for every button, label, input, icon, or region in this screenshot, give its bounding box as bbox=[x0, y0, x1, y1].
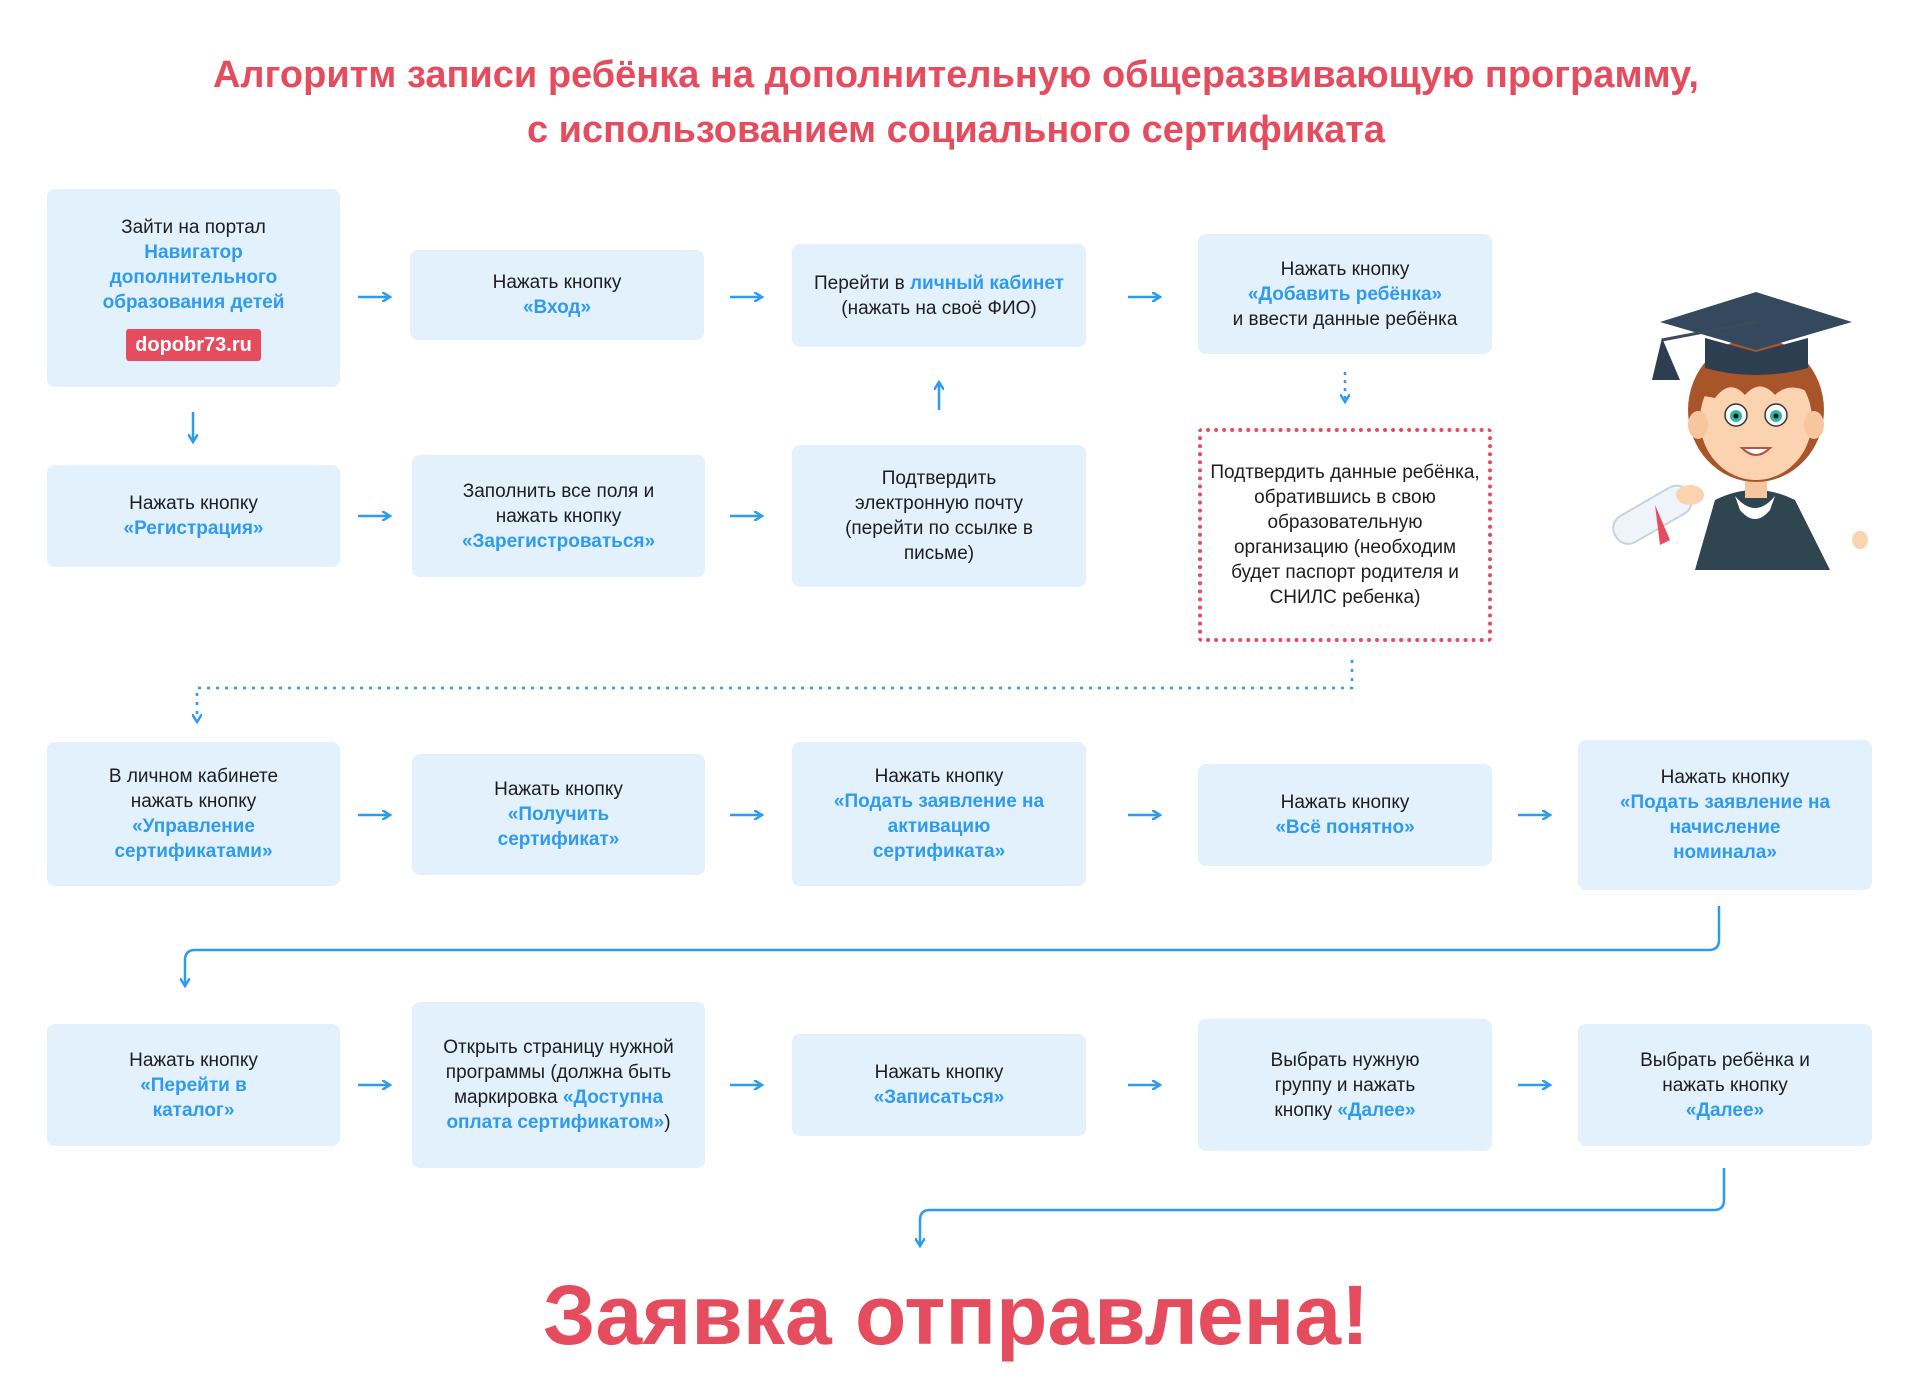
step-login-highlight: «Вход» bbox=[522, 297, 592, 318]
step-open-program-highlight: «Доступна оплата сертификатом» bbox=[446, 1087, 665, 1133]
step-all-clear-text: Нажать кнопку bbox=[1280, 792, 1410, 813]
step-activation-application-highlight: «Подать заявление на активацию сертифика… bbox=[833, 791, 1045, 862]
connector-final bbox=[920, 1168, 1726, 1246]
step-add-child-text: Нажать кнопку bbox=[1280, 258, 1410, 280]
step-confirm-child-text: Подтвердить данные ребёнка, обратившись … bbox=[1210, 462, 1480, 608]
step-cabinet-text: Перейти в bbox=[814, 272, 905, 294]
step-choose-child-text: Выбрать ребёнка и нажать кнопку bbox=[1640, 1049, 1810, 1096]
title-line-1: Алгоритм записи ребёнка на дополнительну… bbox=[212, 54, 1699, 96]
step-activation-application: Нажать кнопку «Подать заявление на актив… bbox=[792, 742, 1086, 886]
step-choose-group-text: Выбрать нужную группу и нажать кнопку bbox=[1270, 1049, 1420, 1121]
step-fill-fields-text: Заполнить все поля и нажать кнопку bbox=[462, 480, 655, 527]
step-choose-child: Выбрать ребёнка и нажать кнопку «Далее» bbox=[1578, 1024, 1872, 1146]
step-confirm-email: Подтвердить электронную почту (перейти п… bbox=[792, 445, 1086, 587]
step-open-program-text: Открыть страницу нужной программы (должн… bbox=[443, 1037, 674, 1108]
step-choose-group-highlight: «Далее» bbox=[1337, 1099, 1416, 1121]
step-fill-fields: Заполнить все поля и нажать кнопку «Заре… bbox=[412, 455, 705, 577]
step-add-child-highlight: «Добавить ребёнка» bbox=[1247, 283, 1443, 305]
step-open-program: Открыть страницу нужной программы (должн… bbox=[412, 1002, 705, 1168]
step-catalog: Нажать кнопку «Перейти в каталог» bbox=[47, 1024, 340, 1146]
step-add-child-note: и ввести данные ребёнка bbox=[1232, 308, 1458, 330]
step-confirm-child: Подтвердить данные ребёнка, обратившись … bbox=[1198, 428, 1492, 642]
step-catalog-text: Нажать кнопку bbox=[129, 1049, 258, 1071]
step-portal-highlight: Навигатор дополнительного образования де… bbox=[102, 242, 285, 313]
step-enroll-text: Нажать кнопку bbox=[874, 1062, 1004, 1083]
connector-dotted-row3 bbox=[197, 660, 1354, 722]
step-get-certificate-highlight: «Получить сертификат» bbox=[497, 804, 620, 850]
final-message: Заявка отправлена! bbox=[542, 1268, 1370, 1362]
step-activation-application-text: Нажать кнопку bbox=[874, 766, 1004, 787]
step-get-certificate: Нажать кнопку «Получить сертификат» bbox=[412, 754, 705, 875]
step-enroll: Нажать кнопку «Записаться» bbox=[792, 1034, 1086, 1136]
step-cabinet: Перейти в личный кабинет (нажать на своё… bbox=[792, 244, 1086, 347]
step-login: Нажать кнопку «Вход» bbox=[410, 250, 704, 340]
title-line-2: с использованием социального сертификата bbox=[526, 109, 1386, 151]
step-registration-text: Нажать кнопку bbox=[129, 493, 258, 514]
step-get-certificate-text: Нажать кнопку bbox=[494, 779, 623, 800]
step-nominal-application-text: Нажать кнопку bbox=[1660, 767, 1790, 788]
step-fill-fields-highlight: «Зарегистроваться» bbox=[461, 530, 656, 552]
step-all-clear: Нажать кнопку «Всё понятно» bbox=[1198, 764, 1492, 866]
step-choose-group: Выбрать нужную группу и нажать кнопку «Д… bbox=[1198, 1019, 1492, 1151]
site-badge[interactable]: dopobr73.ru bbox=[126, 329, 261, 361]
step-nominal-application-highlight: «Подать заявление на начисление номинала… bbox=[1619, 792, 1831, 863]
step-login-text: Нажать кнопку bbox=[492, 272, 622, 293]
step-portal: Зайти на портал Навигатор дополнительног… bbox=[47, 189, 340, 387]
step-all-clear-highlight: «Всё понятно» bbox=[1275, 817, 1415, 838]
step-open-program-close: ) bbox=[664, 1112, 671, 1133]
step-add-child: Нажать кнопку «Добавить ребёнка» и ввест… bbox=[1198, 234, 1492, 354]
step-nominal-application: Нажать кнопку «Подать заявление на начис… bbox=[1578, 740, 1872, 890]
connector-row4 bbox=[185, 906, 1721, 986]
step-manage-certificates: В личном кабинете нажать кнопку «Управле… bbox=[47, 742, 340, 886]
step-catalog-highlight: «Перейти в каталог» bbox=[140, 1074, 247, 1121]
step-manage-certificates-text: В личном кабинете нажать кнопку bbox=[108, 766, 279, 812]
graduate-illustration bbox=[1612, 292, 1868, 570]
step-cabinet-note: (нажать на своё ФИО) bbox=[841, 297, 1037, 319]
step-cabinet-highlight: личный кабинет bbox=[909, 272, 1064, 294]
step-registration: Нажать кнопку «Регистрация» bbox=[47, 465, 340, 567]
step-registration-highlight: «Регистрация» bbox=[123, 518, 264, 539]
step-confirm-email-text: Подтвердить электронную почту (перейти п… bbox=[845, 468, 1033, 564]
step-portal-text: Зайти на портал bbox=[121, 217, 266, 238]
page-title: Алгоритм записи ребёнка на дополнительну… bbox=[0, 48, 1912, 158]
step-enroll-highlight: «Записаться» bbox=[873, 1087, 1005, 1108]
step-manage-certificates-highlight: «Управление сертификатами» bbox=[114, 816, 273, 862]
step-choose-child-highlight: «Далее» bbox=[1685, 1099, 1765, 1121]
